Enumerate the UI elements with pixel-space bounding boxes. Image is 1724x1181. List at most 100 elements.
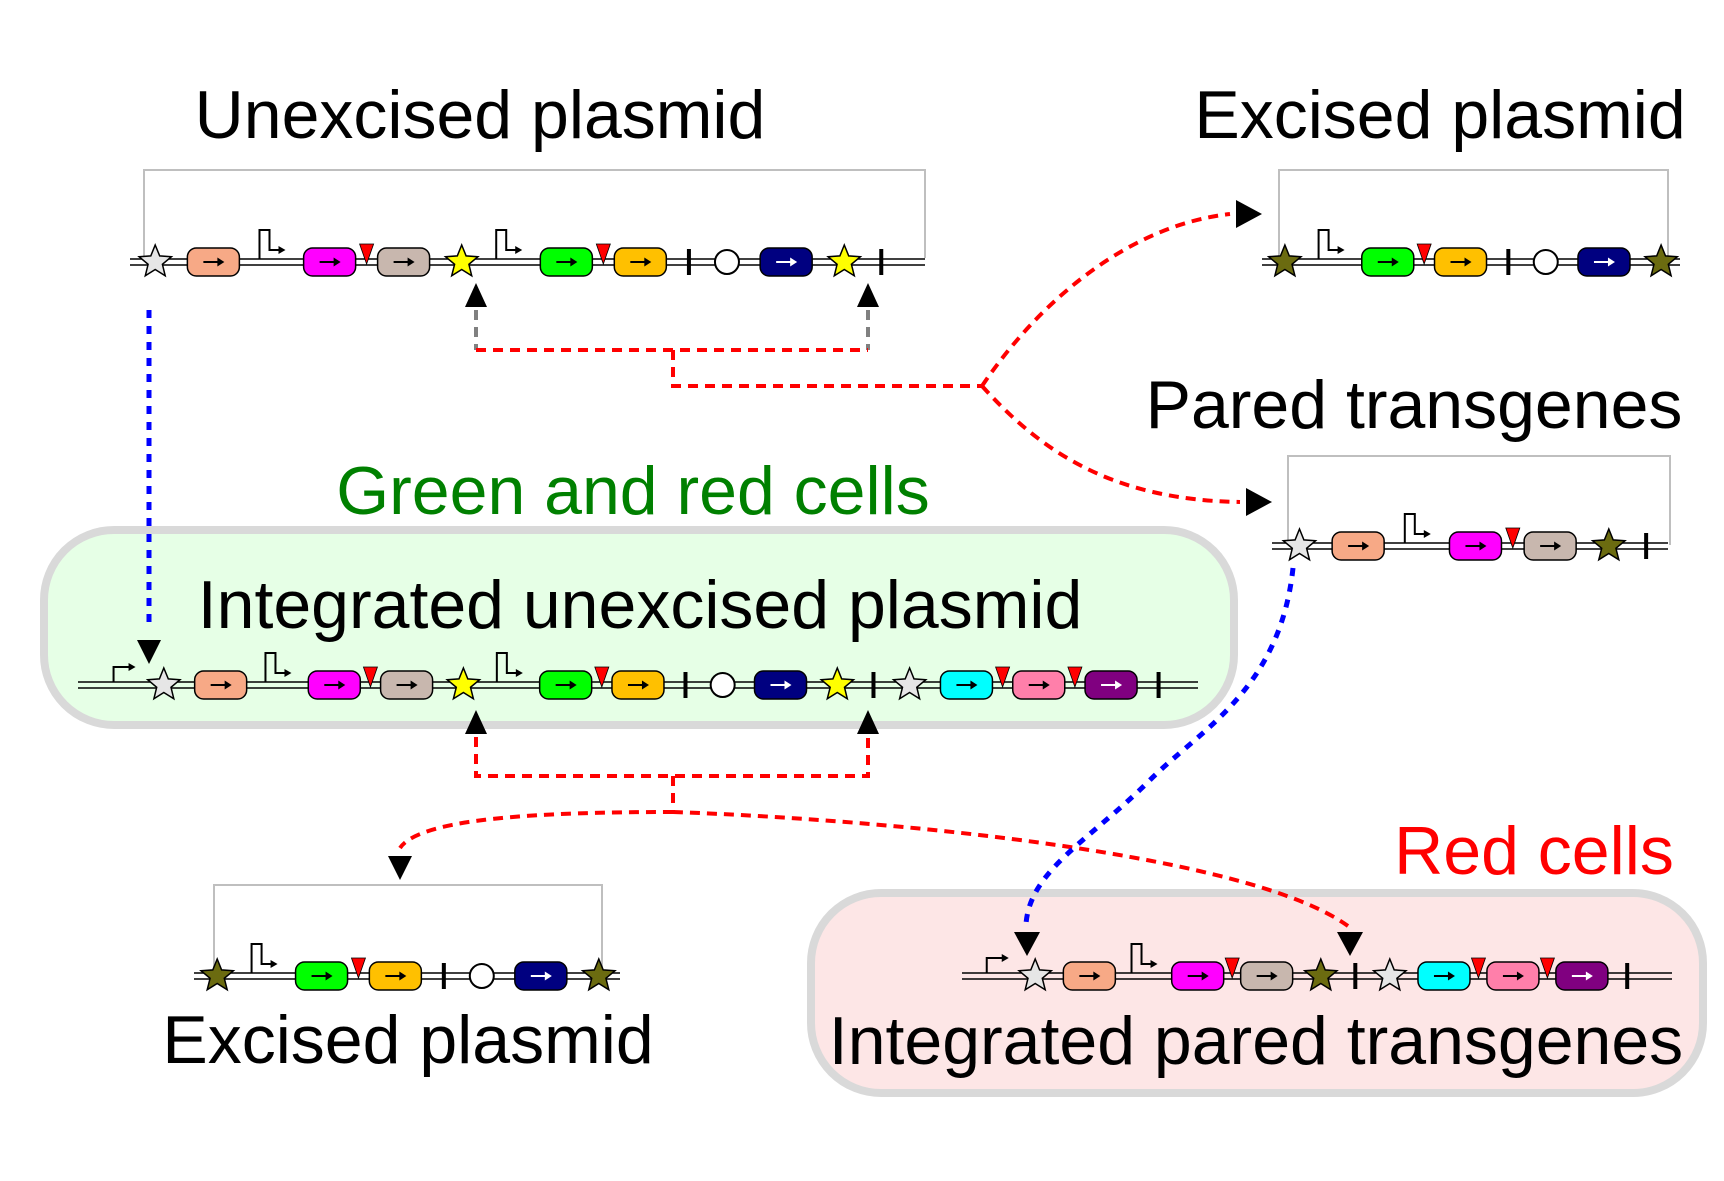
cds-arrowhead-icon bbox=[410, 680, 418, 690]
promoter-arrowhead-icon bbox=[270, 960, 278, 968]
promoter-arrowhead-icon bbox=[515, 669, 523, 677]
origin-of-replication-icon bbox=[468, 963, 495, 989]
lox-site-icon bbox=[350, 957, 367, 980]
cds-arrowhead-icon bbox=[1115, 680, 1123, 690]
backbone-unexcised bbox=[143, 169, 926, 258]
lox-site-icon bbox=[1539, 957, 1555, 980]
lox-site-icon bbox=[362, 666, 378, 689]
origin-of-replication-icon bbox=[1532, 249, 1559, 275]
recombination-site-star-icon bbox=[445, 665, 482, 701]
promoter-arrowhead-icon bbox=[1423, 530, 1431, 538]
cds-arrowhead-icon bbox=[641, 680, 649, 690]
recombination-site-star-icon bbox=[891, 665, 928, 701]
recombinase-target-pointers-top bbox=[465, 283, 879, 350]
recombination-site-star-icon bbox=[137, 243, 174, 278]
lox-site-icon bbox=[594, 666, 610, 689]
cds-arrowhead-icon bbox=[407, 257, 415, 267]
recombination-site-star-icon bbox=[1266, 242, 1303, 278]
cds-arrowhead-icon bbox=[1585, 971, 1593, 981]
cds-arrowhead-icon bbox=[338, 680, 346, 690]
inducible-promoter-icon bbox=[258, 229, 280, 259]
promoter-arrowhead-icon bbox=[278, 246, 286, 254]
recombination-site-star-icon bbox=[1281, 526, 1318, 562]
cds-arrowhead-icon bbox=[1516, 971, 1524, 981]
lox-site-icon bbox=[595, 243, 611, 266]
recombination-site-star-icon bbox=[826, 242, 863, 278]
lox-site-icon bbox=[1416, 243, 1432, 266]
genomic-promoter-icon bbox=[985, 957, 1003, 973]
cds-arrowhead-icon bbox=[1607, 257, 1615, 267]
arrowhead-to-integrated-pared bbox=[1337, 932, 1363, 956]
promoter-arrowhead-icon bbox=[515, 246, 523, 254]
inducible-promoter-icon bbox=[1403, 513, 1425, 543]
recombination-site-star-icon bbox=[145, 666, 182, 701]
cds-arrowhead-icon bbox=[1270, 971, 1278, 981]
cds-arrowhead-icon bbox=[224, 680, 232, 690]
recombination-site-star-icon bbox=[1017, 956, 1054, 992]
excision-arrows-top bbox=[476, 212, 1241, 504]
lox-site-icon bbox=[359, 243, 375, 266]
cds-arrowhead-icon bbox=[569, 680, 577, 690]
inducible-promoter-icon bbox=[495, 229, 517, 259]
recombination-site-star-icon bbox=[1590, 526, 1627, 562]
promoter-arrowhead-icon bbox=[1337, 246, 1345, 254]
arrowhead-integration-left bbox=[137, 640, 161, 664]
cds-arrowhead-icon bbox=[1479, 541, 1487, 551]
cds-arrowhead-icon bbox=[217, 257, 225, 267]
inducible-promoter-icon bbox=[1130, 943, 1152, 973]
construct-unexcised-plasmid bbox=[130, 229, 925, 278]
excision-arrows-bottom bbox=[398, 737, 1350, 928]
genomic-promoter-arrowhead-icon bbox=[128, 663, 136, 671]
genomic-promoter-icon bbox=[112, 666, 130, 682]
title-red-cells: Red cells bbox=[1394, 813, 1674, 889]
cds-arrowhead-icon bbox=[1447, 971, 1455, 981]
title-excised-plasmid-top: Excised plasmid bbox=[1194, 77, 1685, 153]
recombination-site-star-icon bbox=[1302, 956, 1339, 992]
cds-arrowhead-icon bbox=[1391, 257, 1399, 267]
cds-arrowhead-icon bbox=[1554, 541, 1562, 551]
cds-arrowhead-icon bbox=[325, 971, 333, 981]
title-integrated-pared: Integrated pared transgenes bbox=[829, 1003, 1683, 1079]
recombination-site-star-icon bbox=[580, 956, 617, 992]
inducible-promoter-icon bbox=[495, 652, 517, 682]
cds-arrowhead-icon bbox=[644, 257, 652, 267]
arrowhead-integration-right bbox=[1014, 932, 1040, 956]
inducible-promoter-icon bbox=[250, 943, 272, 973]
origin-of-replication-icon bbox=[709, 672, 736, 698]
inducible-promoter-icon bbox=[264, 652, 286, 682]
title-pared-transgenes: Pared transgenes bbox=[1146, 367, 1683, 443]
promoter-arrowhead-icon bbox=[284, 669, 292, 677]
recombination-site-star-icon bbox=[199, 956, 236, 992]
arrowhead-to-excised-bottom bbox=[388, 856, 412, 880]
construct-integrated-pared bbox=[962, 943, 1672, 992]
recombinase-target-pointers-integrated bbox=[465, 710, 879, 734]
construct-integrated-unexcised bbox=[78, 652, 1198, 701]
cds-arrowhead-icon bbox=[333, 257, 341, 267]
cds-arrowhead-icon bbox=[1042, 680, 1050, 690]
recombination-site-star-icon bbox=[1643, 242, 1680, 278]
cds-arrowhead-icon bbox=[790, 257, 798, 267]
recombination-site-star-icon bbox=[443, 242, 480, 278]
arrowhead-to-pared bbox=[1246, 488, 1272, 516]
title-green-and-red-cells: Green and red cells bbox=[336, 453, 929, 529]
construct-pared-transgenes bbox=[1272, 513, 1668, 562]
cds-arrowhead-icon bbox=[570, 257, 578, 267]
backbone-excised-bottom bbox=[213, 884, 603, 974]
cds-arrowhead-icon bbox=[1201, 971, 1209, 981]
lox-site-icon bbox=[1470, 957, 1487, 980]
lox-site-icon bbox=[1067, 666, 1083, 689]
integration-arrow-right bbox=[1023, 567, 1296, 925]
cds-arrowhead-icon bbox=[970, 680, 978, 690]
cds-arrowhead-icon bbox=[1464, 257, 1472, 267]
construct-excised-plasmid-bottom bbox=[194, 943, 620, 992]
construct-excised-plasmid-top bbox=[1262, 229, 1680, 278]
lox-site-icon bbox=[1224, 957, 1240, 980]
inducible-promoter-icon bbox=[1317, 229, 1339, 259]
cds-arrowhead-icon bbox=[399, 971, 407, 981]
recombination-site-star-icon bbox=[1371, 956, 1408, 992]
cds-arrowhead-icon bbox=[1093, 971, 1101, 981]
origin-of-replication-icon bbox=[713, 249, 740, 275]
arrowhead-to-excised-top bbox=[1236, 200, 1262, 228]
lox-site-icon bbox=[1505, 527, 1521, 550]
